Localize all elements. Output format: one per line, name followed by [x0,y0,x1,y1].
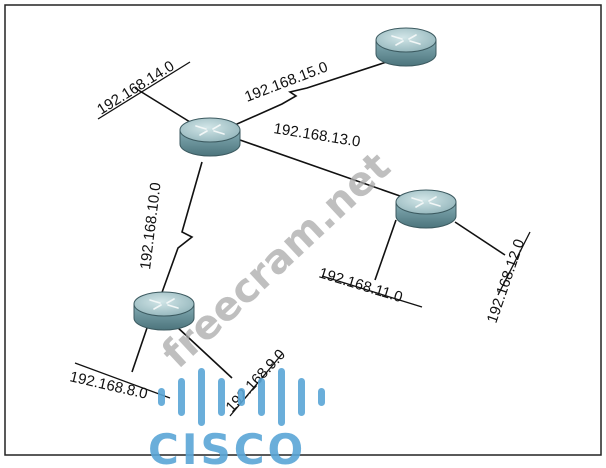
link-r1-r4 [239,139,401,197]
lan-segments [74,61,531,417]
lan-segment-9 [229,353,283,417]
lan-segment-11 [321,275,423,308]
links [131,55,506,379]
router-icon [179,117,241,157]
cisco-wordmark: CISCO [148,425,306,468]
link-r3-lan9 [175,325,233,379]
lan-segment-12 [497,231,531,296]
link-r4-lan11 [374,219,397,281]
cisco-logo-icon [158,368,325,426]
link-r4-lan12 [454,221,506,256]
serial-link-r1-r3 [159,161,203,299]
link-r3-lan8 [131,324,149,373]
link-r1-lan14 [134,87,191,123]
router-icon [375,27,437,67]
lan-segment-14 [97,61,191,120]
router-icon [395,189,457,229]
lan-segment-8 [74,362,171,399]
serial-link-r1-r2 [227,55,406,129]
